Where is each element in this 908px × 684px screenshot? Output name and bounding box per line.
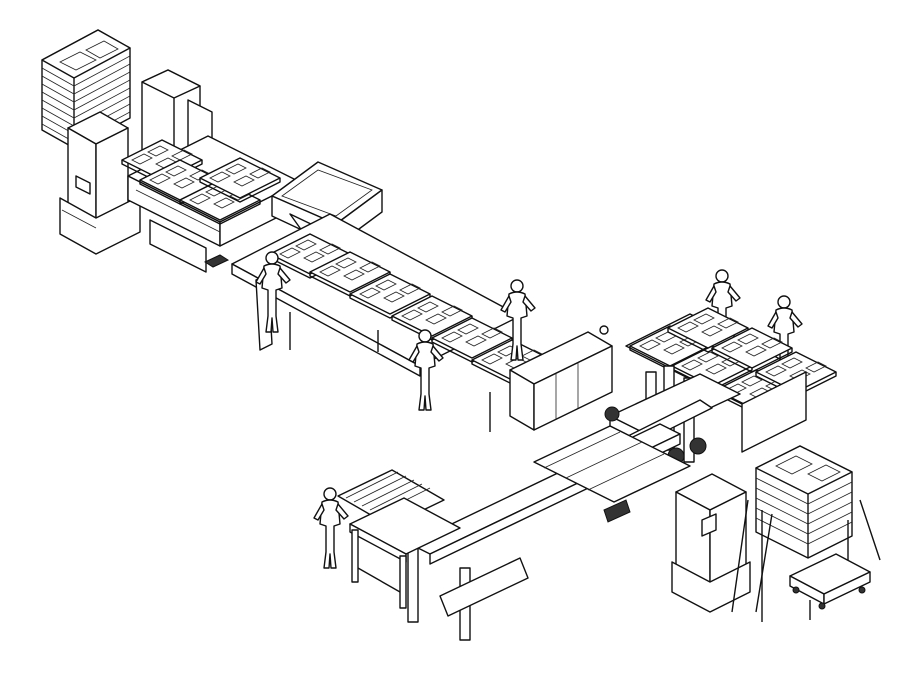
cart	[789, 553, 871, 620]
control-cabinet	[509, 325, 613, 431]
cross-conveyor	[407, 423, 691, 641]
pallet-stack-right	[731, 445, 881, 622]
roller-conveyor-main	[231, 213, 553, 432]
machine-cabinet-left	[59, 111, 141, 255]
operator-6	[313, 487, 349, 569]
pallet-stack-left	[41, 29, 131, 149]
gantry-robot	[604, 365, 741, 465]
machine-cabinet-right	[671, 473, 751, 613]
roller-conveyor-lower	[337, 469, 461, 609]
